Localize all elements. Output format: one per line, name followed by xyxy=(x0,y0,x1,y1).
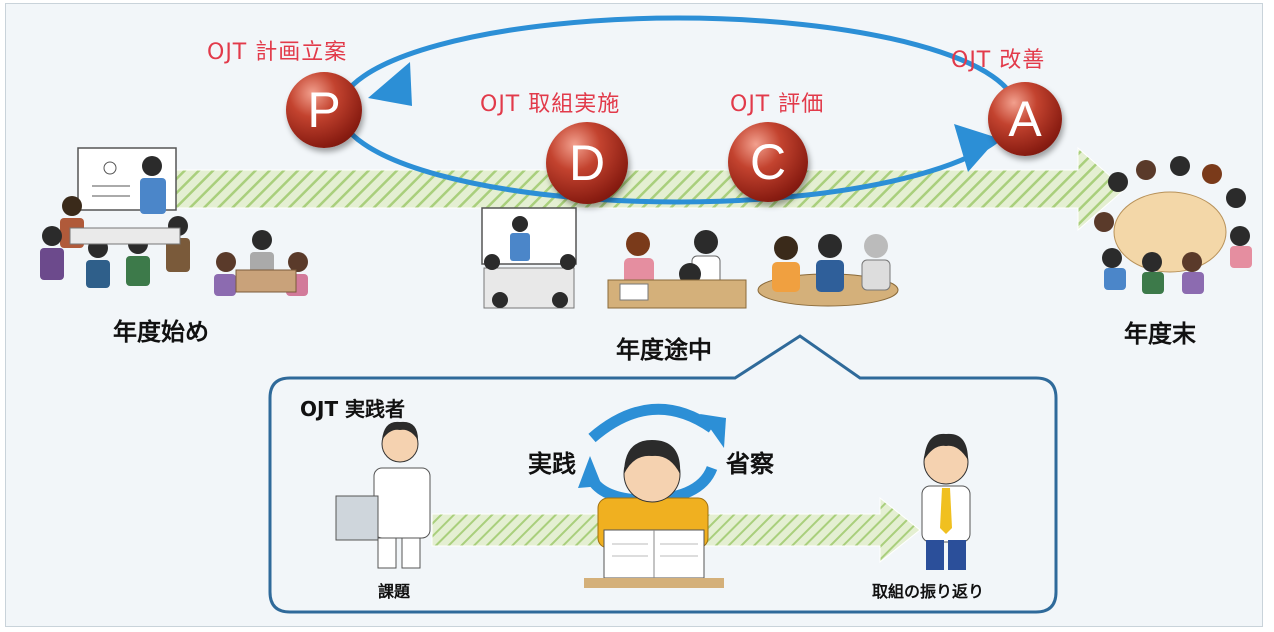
reflection-cycle-top-head xyxy=(700,414,726,448)
do-label: OJT 取組実施 xyxy=(480,92,621,117)
plan-sphere: P xyxy=(286,72,362,148)
student-writing-illustration xyxy=(584,440,724,588)
practice-label: 実践 xyxy=(528,450,576,478)
cycle-arrowhead-plan xyxy=(368,62,412,106)
act-label: OJT 改善 xyxy=(951,48,1046,73)
plan-label: OJT 計画立案 xyxy=(207,40,348,65)
end-of-year-label: 年度末 xyxy=(1124,320,1196,348)
meeting-illustration-start xyxy=(40,147,308,296)
reflection-label: 省察 xyxy=(726,450,774,478)
check-label: OJT 評価 xyxy=(730,92,825,117)
reflection-cycle-bottom-head xyxy=(578,456,602,488)
meeting-illustration-middle xyxy=(481,207,899,309)
review-label: 取組の振り返り xyxy=(872,582,985,601)
reflection-cycle-top xyxy=(588,403,716,443)
cycle-arrowhead-act xyxy=(954,124,998,172)
do-sphere: D xyxy=(546,122,628,204)
practitioner-title: OJT 実践者 xyxy=(300,397,406,421)
timeline-arrow xyxy=(169,146,1126,232)
start-of-year-label: 年度始め xyxy=(113,318,209,346)
check-sphere: C xyxy=(728,122,808,202)
person-with-task-illustration xyxy=(335,421,431,569)
meeting-illustration-end xyxy=(1094,156,1252,294)
task-label: 課題 xyxy=(378,582,411,601)
mid-year-label: 年度途中 xyxy=(616,336,712,364)
confident-man-illustration xyxy=(921,433,971,570)
act-sphere: A xyxy=(988,82,1062,156)
